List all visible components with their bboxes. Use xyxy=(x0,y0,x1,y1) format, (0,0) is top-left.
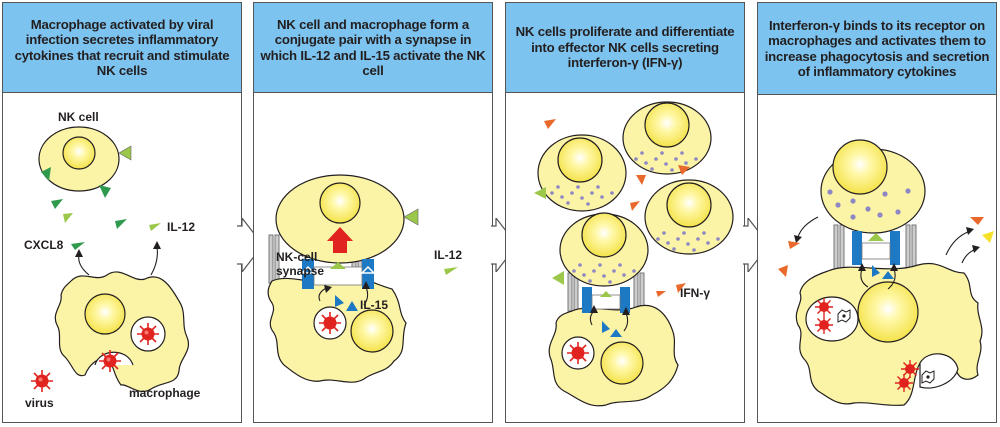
panel-2-header: NK cell and macrophage form a conjugate … xyxy=(254,3,492,93)
il15-label: IL-15 xyxy=(360,298,388,312)
il12-molecule-icon xyxy=(63,213,73,223)
il12-molecule-icon xyxy=(444,267,458,275)
cxcl8-receptor-icon xyxy=(99,185,111,198)
panel-3: NK cells proliferate and differentiate i… xyxy=(505,2,745,423)
synapse-receptors xyxy=(582,287,630,313)
il12-receptor-icon xyxy=(118,145,132,161)
il15-molecule-icon xyxy=(872,265,880,277)
nk-cell-in-synapse xyxy=(552,212,649,287)
panel-1-title: Macrophage activated by viral infection … xyxy=(14,16,230,79)
arrowhead-icon xyxy=(622,307,630,315)
arrowhead-icon xyxy=(972,245,980,253)
macrophage-label: macrophage xyxy=(129,386,201,400)
ifn-gamma-molecule-icon xyxy=(788,241,800,249)
secretion-arrow xyxy=(78,254,90,276)
cxcl8-molecule-icon xyxy=(71,242,85,250)
arrowhead-icon xyxy=(966,227,974,235)
il12-molecule-icon xyxy=(149,223,161,231)
il12-label: IL-12 xyxy=(167,220,195,234)
phagosome xyxy=(805,296,859,342)
ifn-gamma-molecule-icon xyxy=(970,217,984,225)
cxcl8-molecule-icon xyxy=(51,199,63,209)
il12-receptor-icon xyxy=(534,187,546,199)
il12-label: IL-12 xyxy=(434,248,462,262)
il15-molecule-icon xyxy=(602,321,610,333)
virus-icon xyxy=(98,349,122,373)
effector-nk-cell xyxy=(534,134,627,212)
panel-2: NK cell and macrophage form a conjugate … xyxy=(253,2,493,423)
arrowhead-icon xyxy=(858,263,866,271)
activation-arrow-icon xyxy=(327,227,353,253)
nk-cell-label: NK cell xyxy=(58,110,99,124)
panel-3-title: NK cells proliferate and differentiate i… xyxy=(515,24,735,71)
activated-macrophage xyxy=(795,263,983,407)
il15-molecule-icon xyxy=(610,329,622,337)
panel-1-header: Macrophage activated by viral infection … xyxy=(3,3,241,93)
cxcl8-receptor-icon xyxy=(41,167,51,181)
ifn-gamma-label: IFN-γ xyxy=(680,286,710,300)
macrophage xyxy=(267,275,407,383)
il15-molecule-icon xyxy=(882,271,894,279)
ifn-secretion-arrow xyxy=(797,216,819,238)
cytokine-molecule-icon xyxy=(982,231,994,243)
synapse-label-line2: synapse xyxy=(276,264,324,278)
arrowhead-icon xyxy=(590,305,598,313)
macrophage xyxy=(548,304,679,407)
debris-icon xyxy=(837,309,851,323)
synapse-label-line1: NK-cell xyxy=(276,250,317,264)
effector-nk-cell xyxy=(644,179,734,255)
arrowhead-icon xyxy=(362,281,370,289)
cxcl8-label: CXCL8 xyxy=(24,238,64,252)
arrowhead-icon xyxy=(890,263,898,271)
virus-icon xyxy=(814,315,834,335)
virus-label: virus xyxy=(25,396,54,410)
cxcl8-molecule-icon xyxy=(115,219,127,229)
ifn-gamma-receptor-icon xyxy=(778,265,788,277)
synapse-receptors xyxy=(300,259,376,289)
virus-icon xyxy=(136,322,160,346)
il15-molecule-icon xyxy=(335,295,344,307)
panel-4-title: Interferon-γ binds to its receptor on ma… xyxy=(764,17,990,80)
panel-3-illustration: IFN-γ xyxy=(534,101,734,407)
panel-1: Macrophage activated by viral infection … xyxy=(2,2,242,423)
virus-icon xyxy=(894,373,914,393)
nk-cell xyxy=(38,126,132,198)
virus-icon xyxy=(814,297,834,317)
ifn-gamma-molecules xyxy=(544,119,690,297)
arrowhead-icon xyxy=(794,235,802,243)
panel-4-illustration xyxy=(778,139,994,407)
secretion-arrow xyxy=(150,246,158,276)
panel-3-header: NK cells proliferate and differentiate i… xyxy=(506,3,744,93)
il12-receptor-icon xyxy=(403,208,419,226)
panel-4-header: Interferon-γ binds to its receptor on ma… xyxy=(758,3,996,95)
il12-receptor-icon xyxy=(552,271,564,285)
nk-cell xyxy=(275,174,419,264)
panel-1-illustration: NK cell IL-12 CXCL8 v xyxy=(24,110,201,410)
arrowhead-icon xyxy=(75,249,83,257)
virus-icon xyxy=(319,312,341,334)
arrowhead-icon xyxy=(153,241,161,249)
il15-molecule-icon xyxy=(346,301,358,311)
arrowhead-icon xyxy=(324,285,332,293)
macrophage xyxy=(54,271,189,393)
virus-icon xyxy=(30,369,54,393)
effector-nk-cell xyxy=(622,101,712,175)
virus-icon xyxy=(567,342,589,364)
debris-icon xyxy=(921,370,935,384)
effector-nk-cell xyxy=(820,139,926,234)
cytokine-secretion-arrow xyxy=(945,230,971,256)
synapse-receptors xyxy=(852,231,900,265)
panel-2-illustration: IL-15 NK-cell synapse IL-12 xyxy=(267,174,462,383)
panel-4: Interferon-γ binds to its receptor on ma… xyxy=(757,2,997,423)
panel-2-title: NK cell and macrophage form a conjugate … xyxy=(260,16,486,79)
